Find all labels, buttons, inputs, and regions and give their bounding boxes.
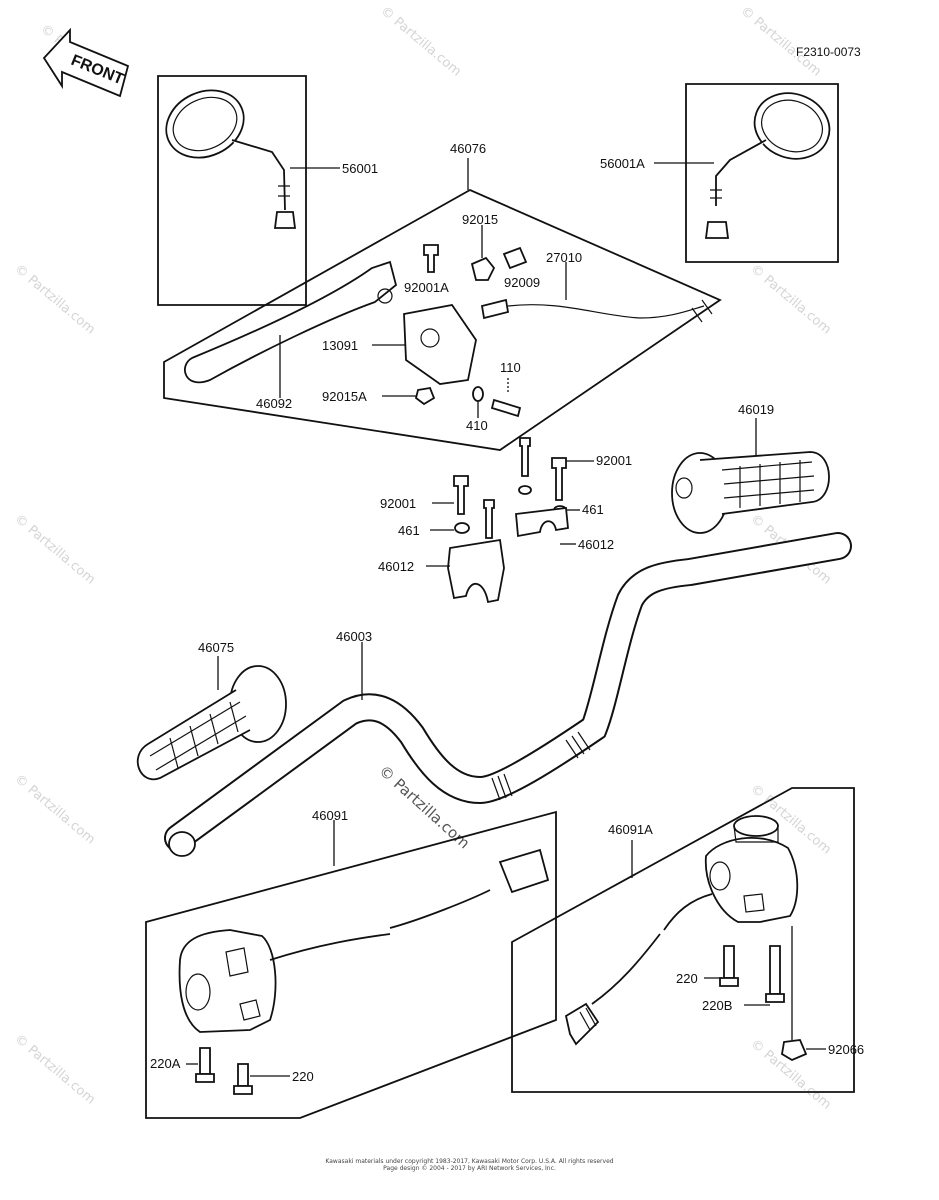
- part-46012-right[interactable]: 46012: [578, 537, 614, 552]
- part-46019[interactable]: 46019: [738, 402, 774, 417]
- part-92001A[interactable]: 92001A: [404, 280, 449, 295]
- part-92009[interactable]: 92009: [504, 275, 540, 290]
- diagram-code: F2310-0073: [796, 45, 861, 59]
- part-46075[interactable]: 46075: [198, 640, 234, 655]
- part-56001A[interactable]: 56001A: [600, 156, 645, 171]
- part-46076[interactable]: 46076: [450, 141, 486, 156]
- part-220-right[interactable]: 220: [676, 971, 698, 986]
- part-46012-left[interactable]: 46012: [378, 559, 414, 574]
- part-461-right[interactable]: 461: [582, 502, 604, 517]
- left-switch-assembly: 46091 220A 220: [145, 808, 557, 1119]
- part-46003[interactable]: 46003: [336, 629, 372, 644]
- grip-left: 46075: [136, 640, 287, 781]
- mirror-right-group: 56001A: [600, 83, 839, 263]
- watermark: © Partzilla.com: [11, 262, 97, 338]
- part-461-left[interactable]: 461: [398, 523, 420, 538]
- part-13091[interactable]: 13091: [322, 338, 358, 353]
- part-220-left[interactable]: 220: [292, 1069, 314, 1084]
- brake-lever-assembly: 46076 46092 13091 92001A 92015 92009 270…: [163, 141, 722, 451]
- copyright-footer: Kawasaki materials under copyright 1983-…: [0, 1158, 939, 1172]
- part-220B[interactable]: 220B: [702, 998, 732, 1013]
- part-92001-left[interactable]: 92001: [380, 496, 416, 511]
- watermark: © Partzilla.com: [11, 512, 97, 588]
- watermark: © Partzilla.com: [747, 262, 833, 338]
- copyright-line-2: Page design © 2004 - 2017 by ARI Network…: [383, 1165, 556, 1172]
- copyright-line-1: Kawasaki materials under copyright 1983-…: [325, 1158, 614, 1165]
- part-92001-right[interactable]: 92001: [596, 453, 632, 468]
- part-92066[interactable]: 92066: [828, 1042, 864, 1057]
- mirror-left-group: 56001: [157, 75, 378, 306]
- part-92015A[interactable]: 92015A: [322, 389, 367, 404]
- watermark: © Partzilla.com: [377, 4, 463, 80]
- part-46092[interactable]: 46092: [256, 396, 292, 411]
- part-92015[interactable]: 92015: [462, 212, 498, 227]
- part-410[interactable]: 410: [466, 418, 488, 433]
- part-220A[interactable]: 220A: [150, 1056, 181, 1071]
- part-56001[interactable]: 56001: [342, 161, 378, 176]
- grip-right: 46019: [671, 402, 830, 534]
- part-110[interactable]: 110: [500, 360, 521, 375]
- part-46091A[interactable]: 46091A: [608, 822, 653, 837]
- watermark: © Partzilla.com: [11, 772, 97, 848]
- watermark: © Partzilla.com: [11, 1032, 97, 1108]
- handlebar: 46003: [164, 532, 852, 857]
- watermark: © Partzilla.com: [737, 4, 823, 80]
- handlebar-clamps: 92001 461 46012 92001 461 46012: [378, 437, 632, 604]
- right-switch-assembly: 46091A 220 220B 92066: [511, 787, 864, 1093]
- part-46091[interactable]: 46091: [312, 808, 348, 823]
- part-27010[interactable]: 27010: [546, 250, 582, 265]
